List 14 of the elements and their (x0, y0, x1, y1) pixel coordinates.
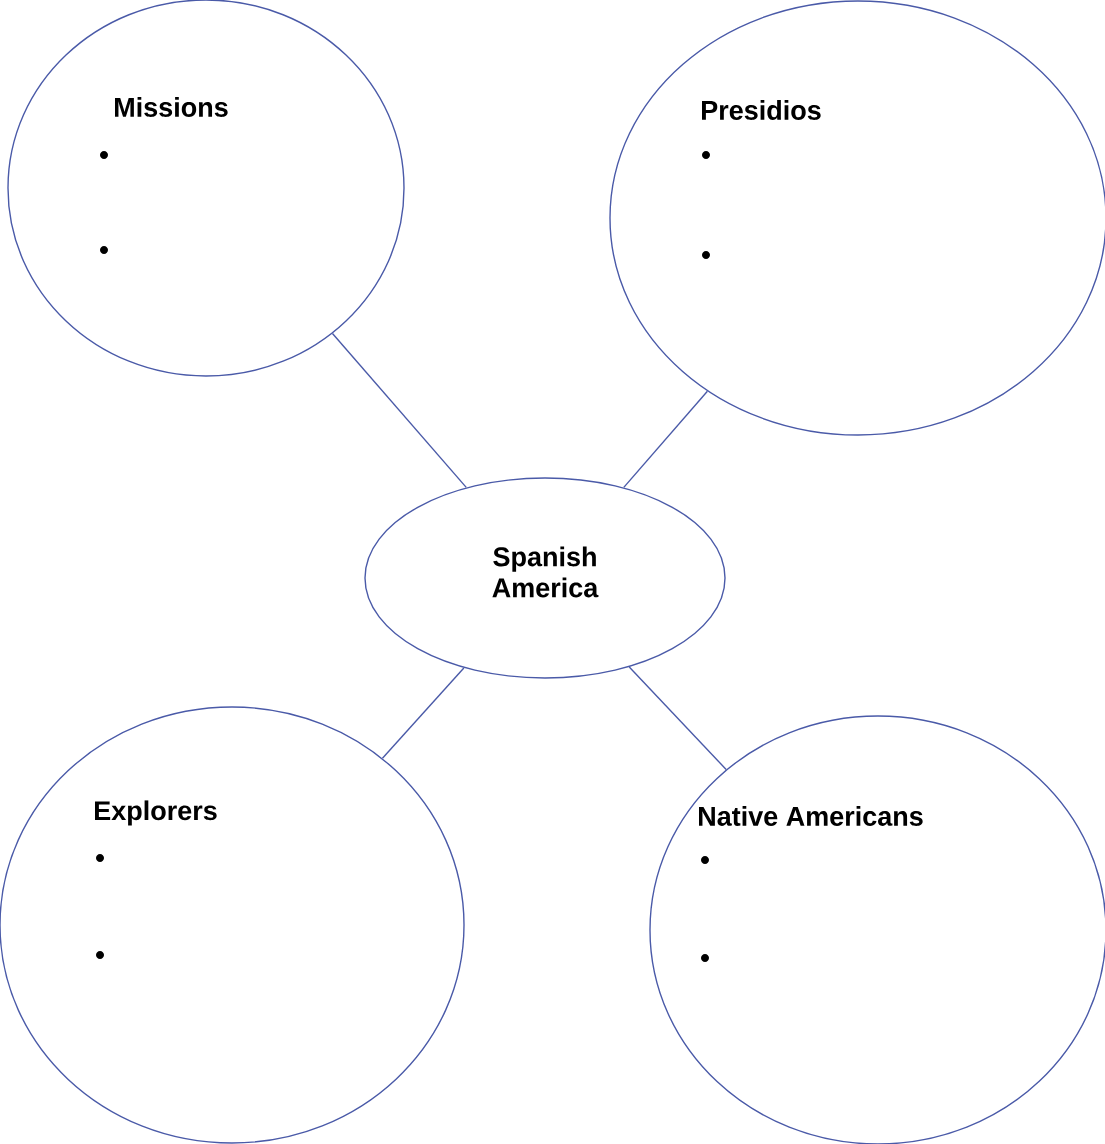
heading: Native Americans (699, 806, 923, 826)
connector-line (331, 332, 467, 489)
heading: Explorers (95, 800, 217, 826)
heading: Missions (115, 97, 228, 117)
circle-organizer (609, 0, 1105, 436)
connector-line (623, 390, 709, 489)
circle-organizer (649, 715, 1105, 1144)
heading: Spanish America (492, 546, 599, 598)
circle-organizer (0, 706, 465, 1144)
connector-line (628, 666, 727, 771)
circle-organizer (364, 477, 726, 679)
heading: Presidios (702, 100, 821, 120)
connector-line (381, 667, 465, 759)
circle-organizer (7, 0, 405, 377)
